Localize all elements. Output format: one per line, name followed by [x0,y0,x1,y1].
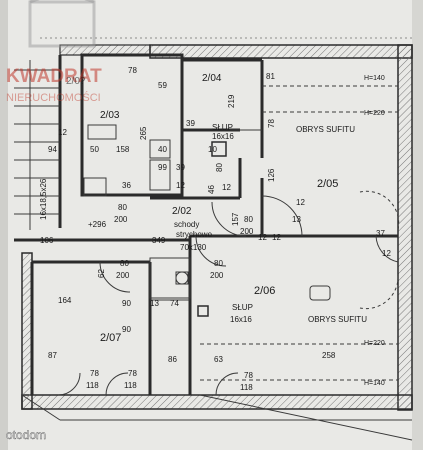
dimension: 80 [215,163,224,172]
dimension: 126 [267,168,276,182]
dimension: 200 [114,215,128,224]
dimension: 80 [244,215,253,224]
dimension: 99 [158,163,167,172]
column-marker [211,141,227,157]
ceiling-outline-label: OBRYS SUFITU [308,315,367,324]
height-mark: H=220 [364,340,385,347]
dimension: 80 [214,259,223,268]
dimension: 118 [124,381,137,390]
watermark-house-icon [28,0,96,48]
watermark-brand: KWADRAT [6,66,102,87]
page-edge-left [0,0,8,450]
dimension: 86 [168,355,177,364]
height-mark: H=140 [364,75,385,82]
watermark-subtitle: NIERUCHOMOŚCI [6,91,101,104]
built-in-furniture [83,124,331,301]
stairs-label: strychowe [176,230,213,239]
stairs-label: schody [174,220,199,229]
dimension: 62 [97,269,106,278]
door-swings [57,190,400,396]
dimension: 50 [90,145,99,154]
dimension: 78 [128,369,137,378]
dimension: 106 [40,236,54,245]
page-edge-right [412,0,423,450]
dimension: 81 [266,72,275,81]
dimension: 164 [58,296,72,305]
column-label: SŁUP [212,123,233,132]
level-mark: +296 [88,220,107,229]
column-label: SŁUP [232,303,253,312]
dimension: 265 [139,126,148,140]
dimension: 258 [322,351,336,360]
dimension: 157 [231,212,240,226]
dimension: 200 [210,271,224,280]
dimension: 80 [118,203,127,212]
dimension: 200 [240,227,254,236]
room-label: 2/03 [100,110,120,121]
dimension: 39 [176,163,185,172]
dimension: 37 [376,229,385,238]
room-label: 2/07 [100,332,121,344]
dimension: 74 [170,299,179,308]
dimension: 12 [222,183,231,192]
dimension: 78 [128,66,137,75]
site-watermark: otodom [6,428,46,442]
roof-slope-lines [21,394,413,441]
dimension: 118 [240,383,253,392]
dimension: 40 [158,145,167,154]
dimension: 63 [214,355,223,364]
dimension: 12 [258,233,267,242]
dimension: 13 [150,299,159,308]
dimension: 39 [186,119,195,128]
dimension: 94 [48,145,57,154]
room-label: 2/04 [202,73,222,84]
column-dimension: 16x16 [230,315,252,324]
dimension: 87 [48,351,57,360]
column-marker [197,305,209,317]
room-label: 2/0? [66,76,86,87]
dimension: 80 [120,259,129,268]
dimension: 59 [158,81,167,90]
dimension: 12 [296,198,305,207]
ceiling-outline [200,85,398,381]
staircase-treads [14,60,60,230]
room-label: 2/05 [317,178,338,190]
hatched-walls [21,44,413,411]
dimension: 158 [116,145,130,154]
dimension: 10 [208,145,217,154]
stairs-dimension: 70x130 [180,243,207,252]
dimension: 12 [382,249,391,258]
dimension: 78 [90,369,99,378]
dimension: 46 [207,185,216,194]
dimension: 13 [292,215,301,224]
dimension: 349 [152,236,166,245]
dimension: 219 [227,94,236,108]
dimension: 90 [122,299,131,308]
column-dimension: 16x16 [212,132,234,141]
height-mark: H=220 [364,110,385,117]
dimension: 78 [267,119,276,128]
dimension: 36 [122,181,131,190]
room-label: 2/06 [254,285,275,297]
ceiling-outline-label: OBRYS SUFITU [296,125,355,134]
stairs-spec: 16x18,5x26 [39,178,48,220]
dimension: 12 [176,181,185,190]
height-mark: H=140 [364,380,385,387]
dimension: 200 [116,271,130,280]
dimension: 12 [272,233,281,242]
dimension: 90 [122,325,131,334]
room-label: 2/02 [172,206,192,217]
agency-watermark: KWADRAT NIERUCHOMOŚCI [6,0,102,104]
dimension: 78 [244,371,253,380]
dimension: 12 [58,128,67,137]
dimension: 118 [86,381,99,390]
